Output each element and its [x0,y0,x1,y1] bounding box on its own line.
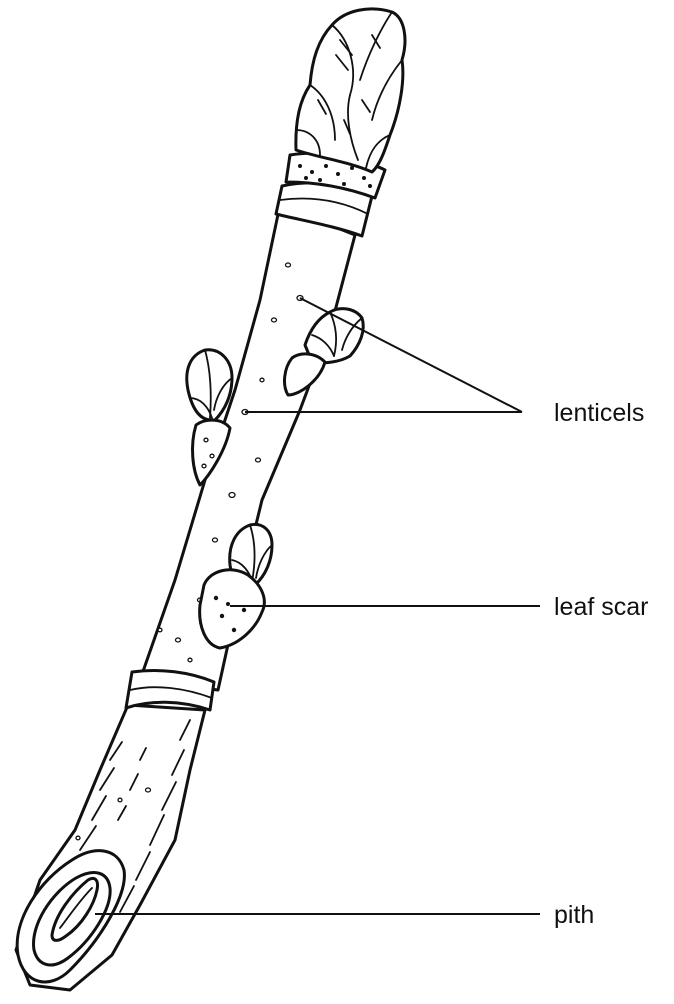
leaf-scar-shape [200,570,265,648]
terminal-bud [296,9,405,172]
label-leaf-scar: leaf scar [554,593,648,621]
label-lenticels: lenticels [554,399,644,427]
label-pith: pith [554,901,594,929]
